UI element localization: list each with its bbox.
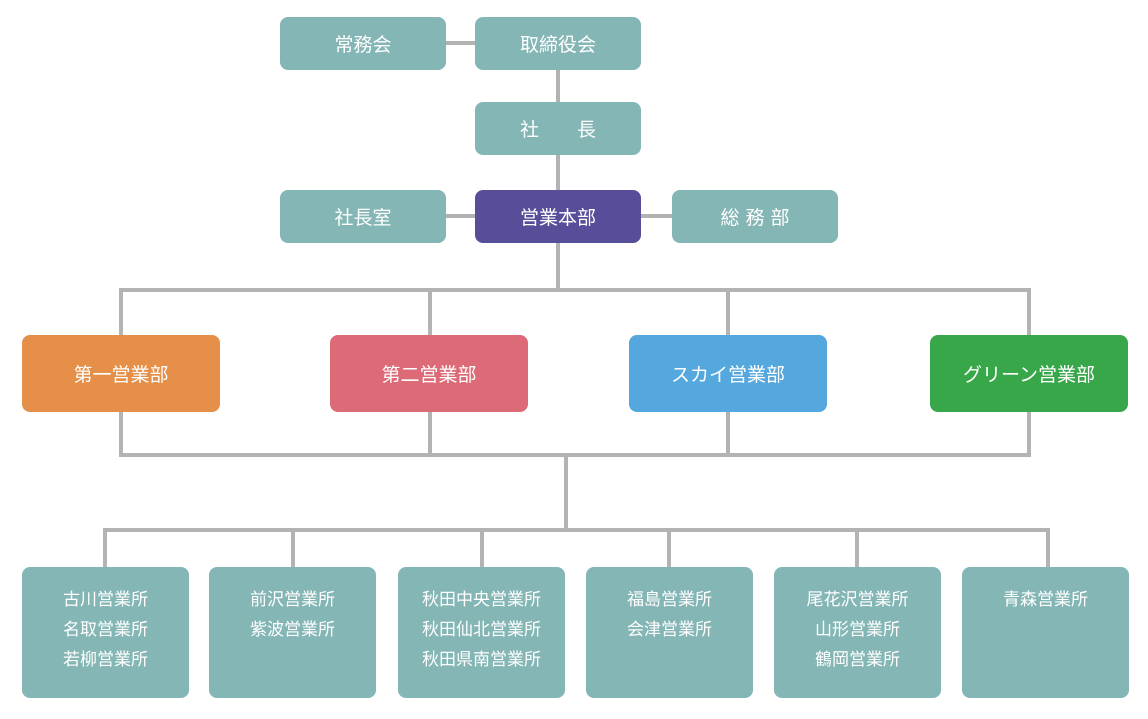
node-general-affairs: 総 務 部 bbox=[672, 190, 838, 243]
office-name: 紫波営業所 bbox=[250, 620, 335, 640]
office-name: 青森営業所 bbox=[1003, 590, 1088, 610]
office-group: 前沢営業所 紫波営業所 bbox=[209, 567, 376, 698]
connector-line bbox=[119, 412, 1031, 457]
office-group: 尾花沢営業所 山形営業所 鶴岡営業所 bbox=[774, 567, 941, 698]
office-name: 秋田仙北営業所 bbox=[422, 620, 541, 640]
office-name: 秋田中央営業所 bbox=[422, 590, 541, 610]
office-group: 福島営業所 会津営業所 bbox=[586, 567, 753, 698]
node-label: スカイ営業部 bbox=[670, 364, 785, 386]
node-label: 社長室 bbox=[334, 207, 392, 229]
office-name: 前沢営業所 bbox=[250, 590, 335, 610]
office-name: 鶴岡営業所 bbox=[815, 650, 900, 670]
office-name: 山形営業所 bbox=[815, 620, 900, 640]
node-sales-hq: 営業本部 bbox=[475, 190, 641, 243]
node-department-sky: スカイ営業部 bbox=[629, 335, 827, 412]
office-name: 古川営業所 bbox=[63, 590, 148, 610]
node-department-green: グリーン営業部 bbox=[930, 335, 1128, 412]
node-label: グリーン営業部 bbox=[962, 364, 1096, 386]
office-group: 秋田中央営業所 秋田仙北営業所 秋田県南営業所 bbox=[398, 567, 565, 698]
node-label: 第一営業部 bbox=[73, 364, 169, 386]
node-board: 取締役会 bbox=[475, 17, 641, 70]
node-label: 総 務 部 bbox=[720, 207, 790, 229]
node-department-1: 第一営業部 bbox=[22, 335, 220, 412]
node-label: 第二営業部 bbox=[381, 364, 477, 386]
node-label: 常務会 bbox=[334, 34, 392, 56]
office-name: 名取営業所 bbox=[63, 620, 148, 640]
node-executive-committee: 常務会 bbox=[280, 17, 446, 70]
office-group: 古川営業所 名取営業所 若柳営業所 bbox=[22, 567, 189, 698]
connector-line bbox=[119, 288, 1031, 335]
connector-line bbox=[103, 528, 1050, 567]
office-group: 青森営業所 bbox=[962, 567, 1129, 698]
office-name: 会津営業所 bbox=[627, 620, 712, 640]
office-name: 福島営業所 bbox=[627, 590, 712, 610]
node-president: 社 長 bbox=[475, 102, 641, 155]
node-department-2: 第二営業部 bbox=[330, 335, 528, 412]
node-president-office: 社長室 bbox=[280, 190, 446, 243]
node-label: 営業本部 bbox=[519, 207, 596, 229]
node-label: 取締役会 bbox=[519, 34, 596, 56]
office-name: 若柳営業所 bbox=[63, 650, 148, 670]
office-name: 尾花沢営業所 bbox=[806, 590, 909, 610]
office-name: 秋田県南営業所 bbox=[422, 650, 541, 670]
node-label: 社 長 bbox=[519, 119, 596, 141]
